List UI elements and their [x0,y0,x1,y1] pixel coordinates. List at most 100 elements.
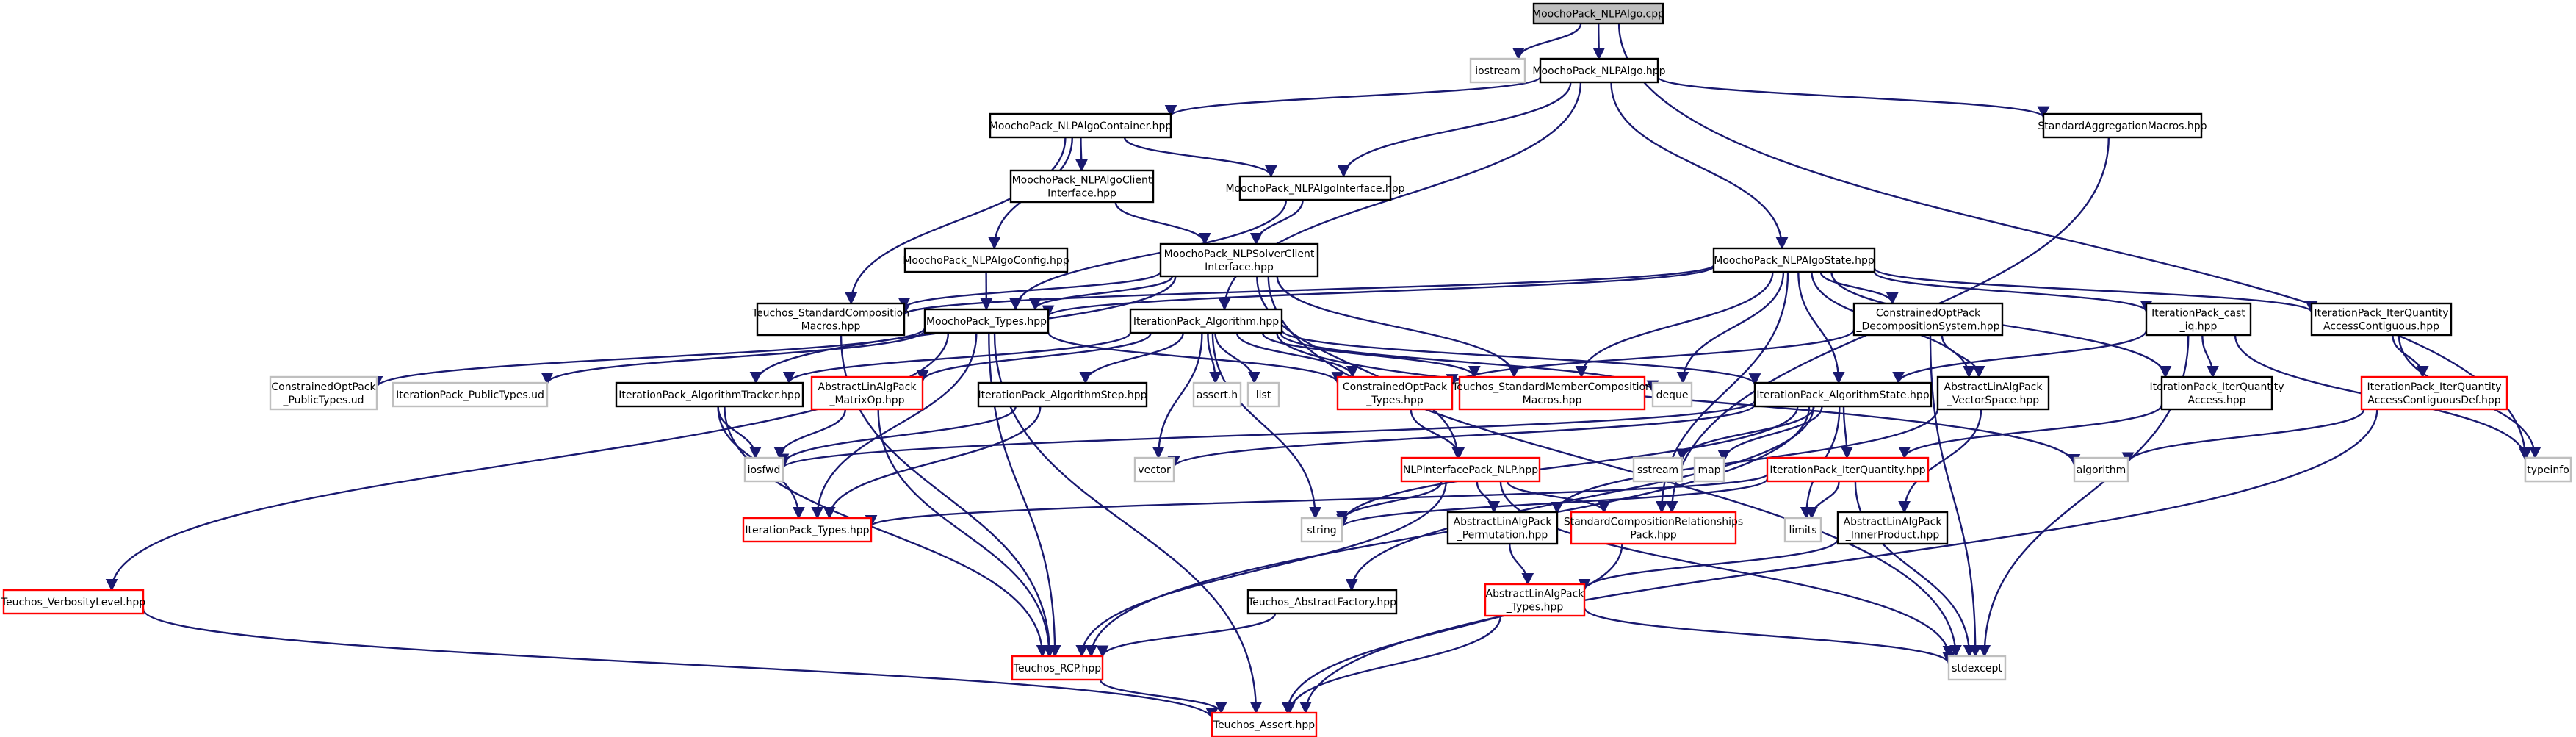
node-moochopack-nlpalgointerface-hpp[interactable]: MoochoPack_NLPAlgoInterface.hpp [1225,175,1405,201]
node-nlpinterfacepack-nlp-hpp[interactable]: NLPInterfacePack_NLP.hpp [1400,456,1541,483]
node-moochopack-nlpalgostate-hpp[interactable]: MoochoPack_NLPAlgoState.hpp [1712,247,1876,273]
edge-n13-to-n19 [783,331,1132,384]
node-label: iosfwd [748,464,781,476]
node-abstractlinalgpack-permutation-hpp[interactable]: AbstractLinAlgPack_Permutation.hpp [1446,511,1559,545]
node-label: IterationPack_AlgorithmStep.hpp [978,389,1147,401]
node-vector[interactable]: vector [1133,456,1175,483]
edge-n2-to-n10 [1610,82,1789,250]
node-algorithm[interactable]: algorithm [2073,456,2129,483]
edge-n6-to-n9 [1114,201,1211,245]
node-iterationpack-cast-iq-hpp[interactable]: IterationPack_cast_iq.hpp [2145,302,2252,337]
edge-n12-to-n24 [1047,331,1344,384]
node-label: AbstractLinAlgPack [1486,589,1585,600]
node-stdexcept[interactable]: stdexcept [1947,655,2007,681]
node-label: _VectorSpace.hpp [1947,395,2039,406]
node-label: Teuchos_StandardComposition [751,308,909,320]
node-label: _iq.hpp [2179,321,2218,333]
node-teuchos-assert-hpp[interactable]: Teuchos_Assert.hpp [1211,711,1318,737]
node-teuchos-verbositylevel-hpp[interactable]: Teuchos_VerbosityLevel.hpp [1,589,146,615]
node-box [615,381,804,408]
node-string[interactable]: string [1300,517,1343,543]
node-abstractlinalgpack-types-hpp[interactable]: AbstractLinAlgPack_Types.hpp [1484,583,1586,617]
node-limits[interactable]: limits [1783,517,1822,543]
node-label: sstream [1637,464,1678,476]
node-standardaggregationmacros-hpp[interactable]: StandardAggregationMacros.hpp [2038,112,2207,139]
node-iterationpack-algorithmstep-hpp[interactable]: IterationPack_AlgorithmStep.hpp [977,381,1148,408]
node-assert-h[interactable]: assert.h [1192,381,1242,408]
edge-n14-to-n49 [1929,334,1982,658]
node-iterationpack-iterquantity-hpp[interactable]: IterationPack_IterQuantity.hpp [1766,456,1930,483]
node-constrainedoptpack-decompositionsystem-hpp[interactable]: ConstrainedOptPack_DecompositionSystem.h… [1852,302,2004,337]
node-abstractlinalgpack-matrixop-hpp[interactable]: AbstractLinAlgPack_MatrixOp.hpp [810,375,924,411]
node-teuchos-abstractfactory-hpp[interactable]: Teuchos_AbstractFactory.hpp [1246,589,1398,615]
node-abstractlinalgpack-vectorspace-hpp[interactable]: AbstractLinAlgPack _VectorSpace.hpp [1936,375,2050,411]
node-iterationpack-algorithmstate-hpp[interactable]: IterationPack_AlgorithmState.hpp [1753,381,1933,408]
node-moochopack-nlpalgocontainer-hpp[interactable]: MoochoPack_NLPAlgoContainer.hpp [989,112,1172,139]
node-iterationpack-iterquantityaccesscontiguousdef-hpp[interactable]: IterationPack_IterQuantityAccessContiguo… [2360,375,2508,411]
edge-n19-to-n48 [724,406,1049,658]
node-sstream[interactable]: sstream [1632,456,1684,483]
edge-n13-to-n25 [1261,332,1481,378]
edge-n10-to-n16 [1873,267,2318,314]
node-teuchos-rcp-hpp[interactable]: Teuchos_RCP.hpp [1011,655,1104,681]
edge-n7-to-n9 [1249,199,1304,245]
edge-n27-to-n35 [1717,406,1823,463]
node-iterationpack-publictypes-ud[interactable]: IterationPack_PublicTypes.ud [392,381,549,408]
edge-n12-to-n39 [811,332,978,520]
node-label: MoochoPack_NLPAlgo.hpp [1532,65,1665,77]
node-list[interactable]: list [1246,381,1280,408]
node-box [1852,302,2004,337]
include-edges [105,23,2541,721]
node-box [810,375,924,411]
node-abstractlinalgpack-innerproduct-hpp[interactable]: AbstractLinAlgPack_InnerProduct.hpp [1836,511,1949,545]
edge-n41-to-n47 [1509,543,1534,586]
node-iosfwd[interactable]: iosfwd [743,456,784,483]
node-label: ConstrainedOptPack [1343,381,1448,393]
node-moochopack-nlpalgoconfig-hpp[interactable]: MoochoPack_NLPAlgoConfig.hpp [903,247,1069,273]
node-box [989,112,1172,139]
edge-n15-to-n27 [1892,330,2148,384]
node-label: Access.hpp [2187,395,2245,406]
node-moochopack-nlpalgo-hpp[interactable]: MoochoPack_NLPAlgo.hpp [1532,57,1666,84]
node-teuchos-standardmembercompositionmacros-hpp[interactable]: Teuchos_StandardMemberCompositionMacros.… [1451,375,1652,411]
edge-n27-to-n40 [1335,406,1799,526]
node-constrainedoptpack-publictypes-ud[interactable]: ConstrainedOptPack_PublicTypes.ud [269,375,378,411]
node-label: _Types.hpp [1365,395,1424,406]
node-typeinfo[interactable]: typeinfo [2524,456,2572,483]
node-iostream[interactable]: iostream [1469,57,1526,84]
node-iterationpack-algorithmtracker-hpp[interactable]: IterationPack_AlgorithmTracker.hpp [615,381,804,408]
edge-n36-to-n43 [1805,481,1840,520]
node-iterationpack-algorithm-hpp[interactable]: IterationPack_Algorithm.hpp [1129,308,1283,334]
edge-n14-to-n28 [1941,334,1985,378]
edge-n36-to-n40 [1335,478,1769,529]
node-label: AbstractLinAlgPack [1944,381,2043,393]
node-box [1651,381,1693,408]
edge-n47-to-n50 [1283,615,1501,714]
edge-n27-to-n31 [777,400,1756,470]
edge-n14-to-n24 [1446,328,1855,387]
node-box [977,381,1148,408]
node-moochopack-nlpalgo-cpp[interactable]: MoochoPack_NLPAlgo.cpp [1532,2,1664,25]
node-iterationpack-types-hpp[interactable]: IterationPack_Types.hpp [742,517,873,543]
node-label: Interface.hpp [1205,262,1274,273]
node-constrainedoptpack-types-hpp[interactable]: ConstrainedOptPack _Types.hpp [1336,375,1454,411]
node-label: vector [1138,464,1171,476]
node-iterationpack-iterquantityaccesscontiguous-hpp[interactable]: IterationPack_IterQuantityAccessContiguo… [2310,302,2453,337]
edge-n45-to-n50 [142,608,1219,721]
node-deque[interactable]: deque [1651,381,1693,408]
node-label: Teuchos_Assert.hpp [1213,719,1315,731]
node-box [923,308,1050,334]
edge-n33-to-n41 [1476,481,1501,514]
node-box [2,589,145,615]
edge-n4-to-n6 [1075,137,1088,172]
node-map[interactable]: map [1693,456,1725,483]
node-label: Pack.hpp [1630,530,1676,542]
node-box [1300,517,1343,543]
node-moochopack-types-hpp[interactable]: MoochoPack_Types.hpp [923,308,1050,334]
